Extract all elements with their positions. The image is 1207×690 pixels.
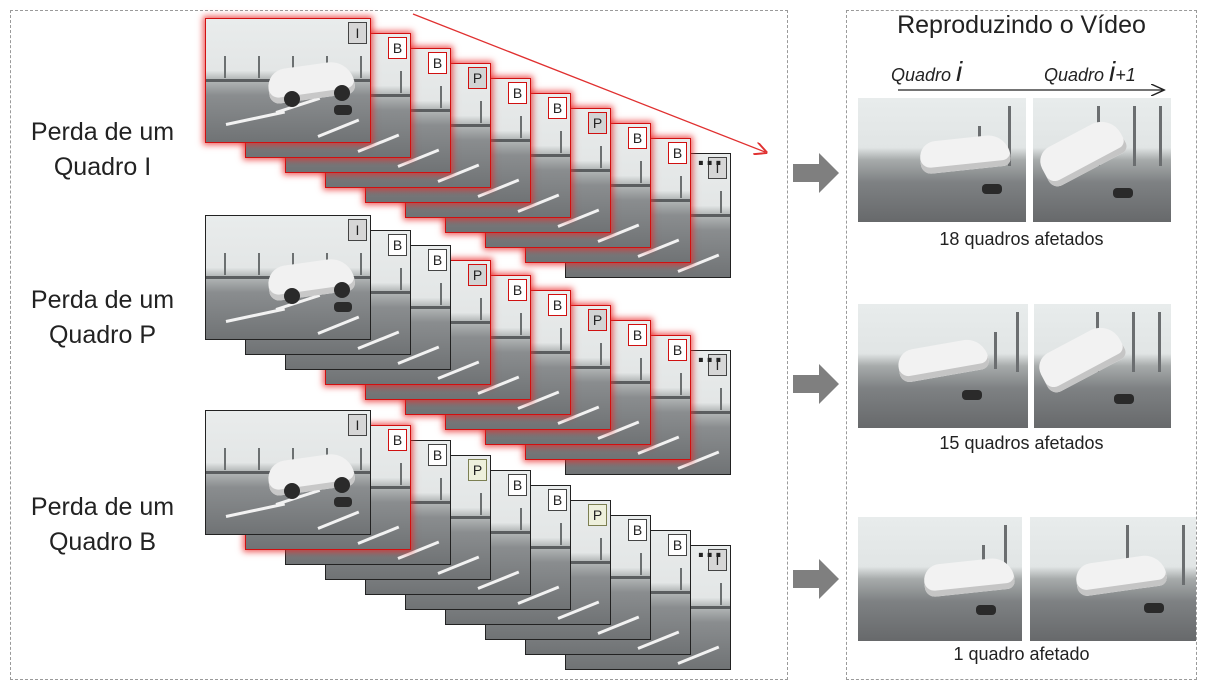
- row-label-p-loss: Perda de um Quadro P: [0, 283, 205, 353]
- row-label-line2: Quadro P: [48, 321, 156, 349]
- frame-type-badge: B: [628, 324, 647, 346]
- playback-panel: [846, 10, 1197, 680]
- right-arrow-icon: [793, 153, 839, 193]
- frame-type-badge: B: [668, 534, 687, 556]
- frame-type-badge: I: [348, 22, 367, 44]
- continuation-ellipsis: ...: [697, 337, 724, 368]
- row-label-b-loss: Perda de um Quadro B: [0, 490, 205, 560]
- playback-frame-i-plus-1: [1033, 98, 1171, 222]
- gop-frame: I: [205, 215, 371, 340]
- frame-type-badge: B: [628, 519, 647, 541]
- frame-type-badge: B: [508, 474, 527, 496]
- playback-frame-i: [858, 517, 1022, 641]
- frame-type-badge: B: [508, 279, 527, 301]
- frame-next-suffix: +1: [1115, 65, 1136, 85]
- frame-type-badge: I: [708, 354, 727, 376]
- frame-type-badge: B: [388, 234, 407, 256]
- right-arrow-icon: [793, 559, 839, 599]
- frame-type-badge: P: [468, 67, 487, 89]
- frame-type-badge: B: [428, 249, 447, 271]
- playback-frame-i: [858, 304, 1028, 428]
- frame-type-badge: B: [548, 97, 567, 119]
- frame-type-badge: B: [668, 339, 687, 361]
- frame-next-label: Quadro i+1: [1044, 56, 1136, 88]
- frame-i-prefix: Quadro: [891, 65, 957, 85]
- row-label-i-loss: Perda de um Quadro I: [0, 115, 205, 185]
- row-label-line1: Perda de um: [30, 286, 175, 314]
- frame-i-label: Quadro i: [891, 56, 962, 88]
- frame-type-badge: P: [468, 459, 487, 481]
- affected-frames-caption: 1 quadro afetado: [953, 644, 1090, 664]
- gop-frame: I: [205, 18, 371, 143]
- frame-i-var: i: [956, 56, 963, 87]
- frame-type-badge: B: [548, 294, 567, 316]
- right-arrow-icon: [793, 364, 839, 404]
- affected-frames-caption: 15 quadros afetados: [939, 433, 1104, 453]
- frame-loss-panel: [10, 10, 788, 680]
- frame-type-badge: P: [588, 309, 607, 331]
- row-label-line1: Perda de um: [30, 118, 175, 146]
- frame-type-badge: P: [588, 504, 607, 526]
- frame-type-badge: I: [708, 549, 727, 571]
- affected-frames-caption: 18 quadros afetados: [939, 229, 1104, 249]
- frame-type-badge: B: [428, 444, 447, 466]
- frame-next-prefix: Quadro: [1044, 65, 1110, 85]
- playback-frame-i-plus-1: [1034, 304, 1171, 428]
- row-label-line2: Quadro I: [53, 153, 152, 181]
- frame-type-badge: P: [588, 112, 607, 134]
- row-label-line1: Perda de um: [30, 493, 175, 521]
- playback-frame-i-plus-1: [1030, 517, 1196, 641]
- playback-title: Reproduzindo o Vídeo: [897, 11, 1146, 39]
- frame-type-badge: B: [548, 489, 567, 511]
- frame-type-badge: B: [388, 37, 407, 59]
- frame-next-var: i: [1109, 56, 1116, 87]
- frame-type-badge: B: [508, 82, 527, 104]
- frame-type-badge: B: [628, 127, 647, 149]
- frame-type-badge: B: [428, 52, 447, 74]
- frame-type-badge: B: [388, 429, 407, 451]
- continuation-ellipsis: ...: [697, 140, 724, 171]
- frame-type-badge: I: [348, 414, 367, 436]
- frame-type-badge: I: [348, 219, 367, 241]
- frame-type-badge: B: [668, 142, 687, 164]
- row-label-line2: Quadro B: [48, 528, 156, 556]
- frame-type-badge: I: [708, 157, 727, 179]
- gop-frame: I: [205, 410, 371, 535]
- continuation-ellipsis: ...: [697, 532, 724, 563]
- frame-type-badge: P: [468, 264, 487, 286]
- playback-frame-i: [858, 98, 1026, 222]
